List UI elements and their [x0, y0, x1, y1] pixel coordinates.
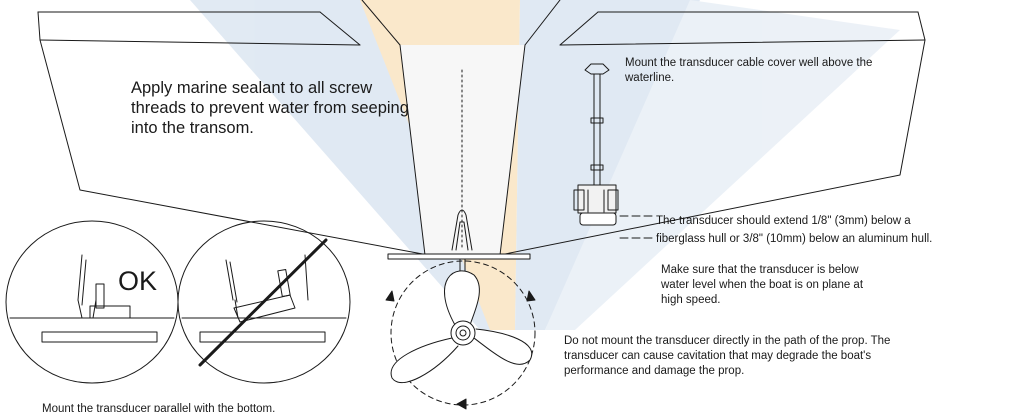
cable-cover-note: Mount the transducer cable cover well ab… [625, 57, 873, 84]
ok-mark: OK [118, 266, 158, 296]
transducer-assembly [573, 63, 656, 239]
parallel-note: Mount the transducer parallel with the b… [42, 403, 276, 412]
extend-note: The transducer should extend 1/8" (3mm) … [656, 212, 1006, 248]
rotation-arrow-icon [385, 290, 536, 410]
inset-correct-mounting [5, 220, 179, 384]
prop-note: Do not mount the transducer directly in … [564, 335, 891, 377]
extend-note-line1: The transducer should extend 1/8" (3mm) … [656, 215, 911, 227]
outboard-leg [361, 0, 561, 273]
sealant-note: Apply marine sealant to all screw thread… [131, 79, 409, 137]
watermark-blue-stroke-3 [545, 0, 900, 330]
plane-note: Make sure that the transducer is below w… [661, 264, 864, 306]
extend-note-line2: fiberglass hull or 3/8" (10mm) below an … [656, 233, 933, 245]
propeller [390, 260, 536, 406]
prohibited-slash-icon [198, 238, 328, 367]
inset-incorrect-mounting [177, 220, 351, 384]
